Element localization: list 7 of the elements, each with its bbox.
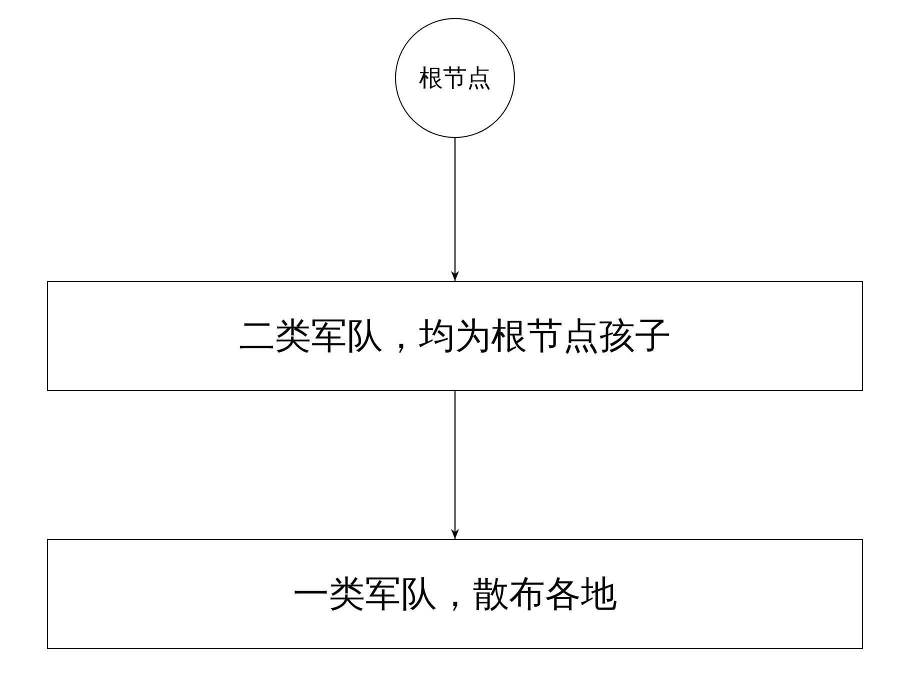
node-label: 二类军队，均为根节点孩子: [239, 314, 671, 358]
process-box: [47, 539, 863, 649]
arrow: [451, 391, 459, 539]
process-box: [47, 281, 863, 391]
node-label: 一类军队，散布各地: [293, 572, 617, 616]
node-label: 根节点: [419, 63, 491, 94]
arrow: [451, 138, 459, 281]
